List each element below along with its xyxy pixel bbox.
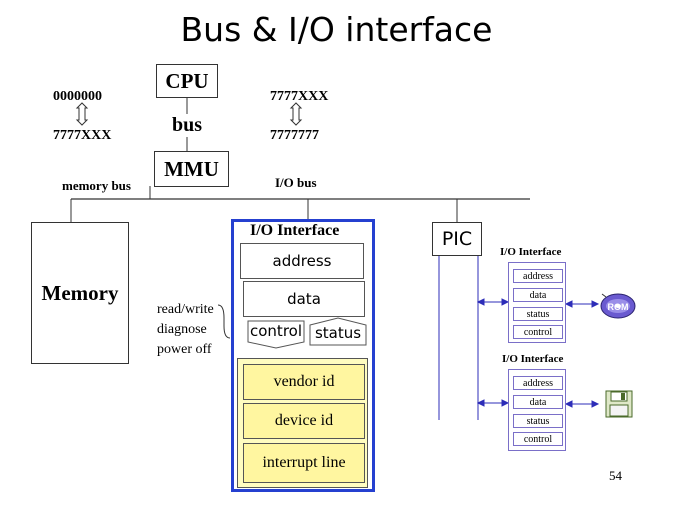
vendor-id-field: vendor id	[243, 364, 365, 400]
status-register-shape	[309, 317, 367, 346]
note-power-off: power off	[157, 342, 212, 357]
addr-right-top: 7777XXX	[270, 89, 329, 104]
small-io-1-status: status	[513, 307, 563, 321]
device-id-field: device id	[243, 403, 365, 439]
io-bus-label: I/O bus	[275, 175, 317, 190]
small-io-2-address: address	[513, 376, 563, 390]
data-register: data	[243, 281, 365, 317]
pic-box: PIC	[432, 222, 482, 256]
small-io-title-1: I/O Interface	[500, 246, 562, 258]
small-io-title-2: I/O Interface	[502, 353, 564, 365]
small-io-1-address: address	[513, 269, 563, 283]
note-read-write: read/write	[157, 302, 214, 317]
small-io-interface-1: address data status control	[508, 262, 566, 343]
addr-right-bottom: 7777777	[270, 128, 319, 143]
interrupt-line-field: interrupt line	[243, 443, 365, 483]
small-io-2-data: data	[513, 395, 563, 409]
address-register: address	[240, 243, 364, 279]
status-register: status	[314, 324, 362, 342]
page-number: 54	[609, 468, 622, 483]
addr-left-bottom: 7777XXX	[53, 128, 112, 143]
small-io-1-control: control	[513, 325, 563, 339]
control-notes: read/write diagnose power off	[157, 300, 214, 360]
floppy-disk-icon	[605, 390, 633, 418]
memory-box: Memory	[31, 222, 129, 364]
io-interface-frame	[231, 219, 375, 492]
bus-label: bus	[172, 114, 203, 137]
note-diagnose: diagnose	[157, 322, 207, 337]
small-io-interface-2: address data status control	[508, 369, 566, 451]
addr-left-top: 0000000	[53, 89, 102, 104]
svg-text:ROM: ROM	[608, 302, 629, 312]
control-register-shape	[247, 320, 305, 349]
cpu-box: CPU	[156, 64, 218, 98]
address-map-arrows	[75, 102, 303, 126]
io-interface-title: I/O Interface	[250, 222, 340, 239]
mmu-box: MMU	[154, 151, 229, 187]
control-register: control	[250, 322, 302, 340]
small-io-1-data: data	[513, 288, 563, 302]
small-io-2-status: status	[513, 414, 563, 428]
cd-rom-icon: ROM	[600, 293, 636, 319]
slide-title: Bus & I/O interface	[180, 10, 493, 49]
memory-bus-label: memory bus	[62, 178, 131, 193]
small-io-2-control: control	[513, 432, 563, 446]
